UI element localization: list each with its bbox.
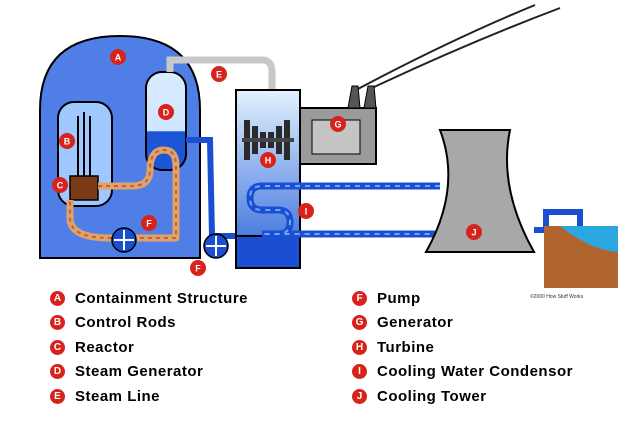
legend-badge: E [50, 388, 65, 404]
marker-g: G [330, 116, 346, 132]
legend-label: Control Rods [75, 314, 176, 332]
steam-line [166, 56, 276, 92]
legend-item-turbine: H Turbine [352, 335, 573, 360]
svg-text:E: E [216, 70, 222, 80]
marker-a: A [110, 49, 126, 65]
legend-badge: J [352, 388, 367, 404]
lake-intake-line [534, 209, 583, 233]
svg-text:B: B [64, 137, 71, 147]
legend-badge: I [352, 364, 367, 380]
legend-badge: H [352, 339, 367, 355]
marker-f-primary: F [141, 215, 157, 231]
legend-label: Reactor [75, 338, 135, 356]
legend-label: Steam Generator [75, 363, 204, 381]
primary-pump [111, 227, 137, 253]
feedwater-line [186, 137, 236, 239]
svg-text:J: J [471, 228, 476, 238]
legend-left: A Containment Structure B Control Rods C… [50, 286, 248, 409]
legend-badge: D [50, 364, 65, 380]
legend-label: Steam Line [75, 387, 161, 405]
svg-text:D: D [163, 108, 170, 118]
legend-item-steam-generator: D Steam Generator [50, 360, 248, 385]
legend-label: Pump [377, 289, 421, 307]
marker-h: H [260, 152, 276, 168]
legend-badge: F [352, 290, 367, 306]
legend-item-containment-structure: A Containment Structure [50, 286, 248, 311]
legend-item-reactor: C Reactor [50, 335, 248, 360]
marker-e: E [211, 66, 227, 82]
legend-badge: B [50, 315, 65, 331]
legend-item-control-rods: B Control Rods [50, 311, 248, 336]
marker-i: I [298, 203, 314, 219]
legend-label: Generator [377, 314, 454, 332]
legend-item-steam-line: E Steam Line [50, 384, 248, 409]
legend-badge: G [352, 315, 367, 331]
marker-b: B [59, 133, 75, 149]
cooling-tower [424, 129, 536, 253]
legend-item-generator: G Generator [352, 311, 573, 336]
control-rods [77, 112, 91, 178]
power-lines [355, 4, 561, 91]
turbine [242, 120, 294, 160]
svg-text:G: G [334, 120, 341, 130]
legend-item-pump: F Pump [352, 286, 573, 311]
legend-label: Turbine [377, 338, 435, 356]
svg-text:C: C [57, 181, 64, 191]
svg-text:F: F [195, 264, 201, 274]
svg-text:A: A [115, 53, 122, 63]
lake [544, 226, 618, 288]
feedwater-pump [203, 233, 229, 259]
legend-label: Cooling Tower [377, 387, 487, 405]
svg-text:H: H [265, 156, 272, 166]
legend-badge: C [50, 339, 65, 355]
legend-item-cooling-water-condensor: I Cooling Water Condensor [352, 360, 573, 385]
legend-right: F Pump G Generator H Turbine I Cooling W… [352, 286, 573, 409]
steam-generator [145, 71, 187, 171]
reactor-core [69, 175, 99, 201]
legend-item-cooling-tower: J Cooling Tower [352, 384, 573, 409]
marker-f-feedwater: F [190, 260, 206, 276]
marker-j: J [466, 224, 482, 240]
legend-label: Containment Structure [75, 289, 249, 307]
marker-d: D [158, 104, 174, 120]
svg-text:I: I [305, 207, 308, 217]
marker-c: C [52, 177, 68, 193]
legend-badge: A [50, 290, 65, 306]
legend-label: Cooling Water Condensor [377, 363, 573, 381]
svg-text:F: F [146, 219, 152, 229]
credit-text: ©2000 How Stuff Works [530, 293, 584, 300]
